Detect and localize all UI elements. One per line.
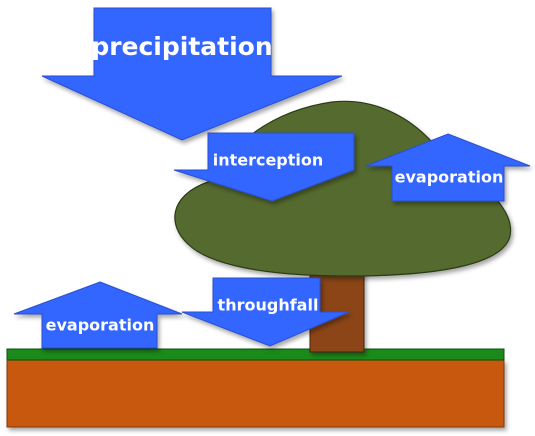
soil-layer xyxy=(6,359,505,428)
evaporation-canopy-arrow: evaporation xyxy=(365,133,531,202)
precipitation-arrow: precipitation xyxy=(41,7,343,141)
interception-label: interception xyxy=(213,151,324,170)
grass-layer xyxy=(6,348,505,361)
throughfall-arrow: throughfall xyxy=(181,277,350,347)
interception-arrow: interception xyxy=(173,132,355,202)
precipitation-label: precipitation xyxy=(91,32,272,61)
evaporation-ground-label: evaporation xyxy=(46,316,155,335)
throughfall-label: throughfall xyxy=(218,296,319,315)
evaporation-ground-arrow: evaporation xyxy=(13,281,183,349)
evaporation-canopy-label: evaporation xyxy=(395,168,504,187)
